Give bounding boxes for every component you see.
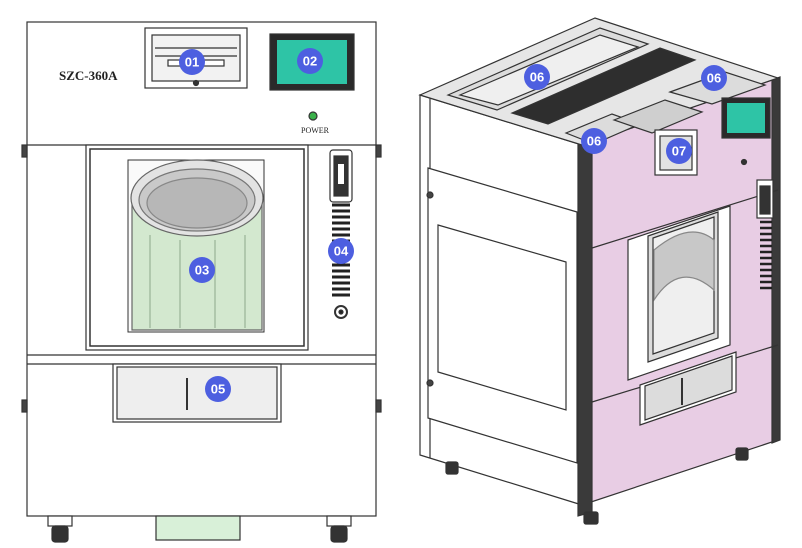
callout-03: 03 <box>189 257 215 283</box>
bottom-drawer <box>112 363 282 423</box>
callout-06-front: 06 <box>581 128 607 154</box>
callout-02-label: 02 <box>303 54 317 69</box>
front-base-plate <box>155 515 241 541</box>
callout-05-label: 05 <box>211 382 225 397</box>
drum <box>130 159 264 331</box>
power-label: POWER <box>301 126 330 135</box>
callout-02: 02 <box>297 48 323 74</box>
callout-04-label: 04 <box>334 244 349 259</box>
model-label: SZC-360A <box>59 68 118 83</box>
callout-04: 04 <box>328 238 354 264</box>
iso-caster-3 <box>735 447 749 461</box>
iso-caster-1 <box>445 461 459 475</box>
callout-06-right: 06 <box>701 65 727 91</box>
callout-06-right-label: 06 <box>707 71 721 86</box>
callout-06-front-label: 06 <box>587 134 601 149</box>
power-led <box>308 111 318 121</box>
isometric-view <box>418 17 781 525</box>
callout-01: 01 <box>179 49 205 75</box>
callout-07: 07 <box>666 138 692 164</box>
callout-03-label: 03 <box>195 263 209 278</box>
front-view <box>21 21 382 543</box>
door-latch-spring <box>329 149 353 319</box>
front-caster-right <box>326 515 352 543</box>
callout-05: 05 <box>205 376 231 402</box>
callout-07-label: 07 <box>672 144 686 159</box>
front-caster-left <box>47 515 73 543</box>
callout-06-top-label: 06 <box>530 70 544 85</box>
callout-06-top: 06 <box>524 64 550 90</box>
iso-caster-2 <box>583 511 599 525</box>
callout-01-label: 01 <box>185 55 199 70</box>
